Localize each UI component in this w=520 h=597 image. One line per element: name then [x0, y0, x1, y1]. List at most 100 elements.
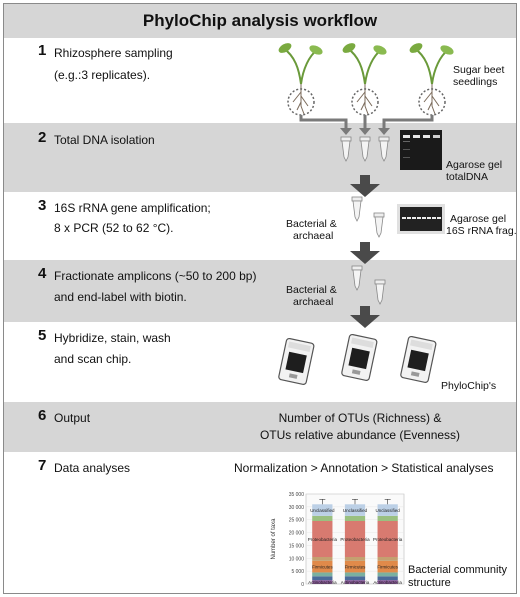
chart-bar-segment [377, 504, 398, 516]
chart-y-tick-label: 10 000 [289, 556, 305, 562]
chart-y-tick-label: 0 [301, 582, 304, 588]
step-3-text-line1: 16S rRNA gene amplification; [54, 201, 211, 215]
chart-bar-segment [344, 580, 366, 584]
chart-segment-label: Unclassified [376, 508, 401, 513]
chart-segment-label: Firmicutes [312, 565, 334, 570]
step-1-text-line2: (e.g.:3 replicates). [54, 68, 151, 82]
chart-y-tick-label: 5 000 [291, 569, 304, 575]
step-3-number: 3 [38, 197, 47, 214]
chart-bar-segment [344, 515, 366, 521]
step-7-text-line1: Data analyses [54, 461, 131, 475]
chart-bar-segment [377, 521, 398, 557]
gel-total-title-label: Agarose gel [446, 159, 503, 171]
chart-bar-segment [312, 515, 333, 521]
down-arrow-icon [350, 306, 380, 328]
sample-connector-lines [299, 115, 434, 128]
chart-segment-label: Proteobacteria [373, 537, 403, 542]
chart-y-tick-label: 35 000 [289, 492, 305, 498]
step-7-number: 7 [38, 457, 47, 474]
tube-icon [340, 136, 352, 162]
step-1-text-line1: Rhizosphere sampling [54, 46, 173, 60]
chart-segment-label: Unclassified [343, 508, 368, 513]
chart-bar-segment [312, 521, 333, 557]
tube-icon [351, 265, 363, 291]
bacterial-archaeal-label-3: Bacterial & [286, 218, 337, 230]
chart-bar-segment [312, 576, 333, 581]
phylochip-icon [341, 333, 378, 381]
arrowhead-icon [340, 128, 352, 135]
chart-segment-label: Proteobacteria [308, 537, 338, 542]
output-richness-label: Number of OTUs (Richness) & [278, 411, 442, 425]
community-structure-chart: Number of taxa 0 5 000 10 000 15 000 20 000 25… [271, 492, 405, 588]
chart-y-tick-label: 30 000 [289, 505, 305, 511]
community-label-line2: structure [408, 577, 451, 589]
analysis-pipeline-label: Normalization > Annotation > Statistical… [234, 461, 494, 475]
chart-bar-segment [344, 572, 366, 577]
chart-y-tick-label: 20 000 [289, 531, 305, 537]
chart-bar-segment [377, 572, 398, 577]
tube-icon [374, 279, 386, 305]
step-5-text-line1: Hybridize, stain, wash [54, 331, 171, 345]
chart-segment-label: Firmicutes [345, 565, 367, 570]
step-6-text-line1: Output [54, 411, 91, 425]
chart-segment-label: Firmicutes [377, 565, 399, 570]
gel-16s-sub-label: 16S rRNA frag. [446, 225, 517, 237]
step-4-text-line1: Fractionate amplicons (~50 to 200 bp) [54, 269, 257, 283]
chart-y-tick-label: 15 000 [289, 543, 305, 549]
step-5-text-line2: and scan chip. [54, 352, 132, 366]
chart-bar-segment [312, 560, 333, 573]
chart-segment-label: Unclassified [310, 508, 335, 513]
step-1-number: 1 [38, 42, 47, 59]
chart-bar-segment [344, 576, 366, 581]
step-2-number: 2 [38, 129, 47, 146]
workflow-figure: PhyloChip analysis workflow 1 Rhizospher… [3, 3, 517, 594]
seedlings-label: seedlings [453, 76, 498, 88]
agarose-gel-16s-image [397, 204, 445, 234]
step-1-row: 1 Rhizosphere sampling (e.g.:3 replicate… [4, 38, 516, 123]
step-4-row: 4 Fractionate amplicons (~50 to 200 bp) … [4, 260, 516, 322]
step-6-row: 6 Output Number of OTUs (Richness) & OTU… [4, 402, 516, 452]
step-2-text-line1: Total DNA isolation [54, 133, 155, 147]
step-7-row: 7 Data analyses Normalization > Annotati… [4, 452, 516, 593]
tube-icon [351, 196, 363, 222]
chart-segment-label: Actinobacteria [373, 580, 402, 585]
chart-y-tick-label: 25 000 [289, 518, 305, 524]
step-3-text-line2: 8 x PCR (52 to 62 °C). [54, 221, 174, 235]
chart-y-axis-label: Number of taxa [271, 518, 277, 560]
sugar-beet-label: Sugar beet [453, 64, 505, 76]
arrowhead-icon [378, 128, 390, 135]
tube-icon [359, 136, 371, 162]
tube-icon [373, 212, 385, 238]
bacterial-archaeal-label-4: Bacterial & [286, 284, 337, 296]
phylochip-icon [278, 337, 315, 385]
chart-bar-segment [344, 504, 366, 516]
gel-total-sub-label: totalDNA [446, 171, 489, 183]
down-arrow-icon [350, 242, 380, 264]
chart-bar-segment [312, 504, 333, 516]
chart-bar-segment [377, 557, 398, 561]
step-5-row: 5 Hybridize, stain, wash and scan chip. [4, 322, 516, 402]
archaeal-label-3: archaeal [293, 230, 334, 242]
step-3-row: 3 16S rRNA gene amplification; 8 x PCR (… [4, 192, 516, 260]
phylochips-label: PhyloChip's [441, 380, 497, 392]
down-arrow-icon [350, 175, 380, 197]
tube-icon [378, 136, 390, 162]
seedling-icon [342, 43, 387, 116]
seedling-icon [278, 43, 323, 116]
archaeal-label-4: archaeal [293, 296, 334, 308]
output-evenness-label: OTUs relative abundance (Evenness) [259, 428, 461, 442]
chart-bar-segment [344, 521, 366, 557]
chart-bar-segment [377, 580, 398, 584]
gel-16s-title-label: Agarose gel [450, 213, 507, 225]
step-5-number: 5 [38, 327, 47, 344]
community-label-line1: Bacterial community [408, 564, 508, 576]
chart-segment-label: Actinobacteria [341, 580, 370, 585]
step-6-number: 6 [38, 407, 47, 424]
chart-bar-segment [377, 576, 398, 581]
chart-bar-segment [377, 515, 398, 521]
phylochip-icon [400, 335, 437, 383]
chart-bar-segment [312, 580, 333, 584]
chart-bar-segment [312, 572, 333, 577]
seedling-icon [409, 43, 454, 116]
chart-bar-segment [344, 557, 366, 561]
